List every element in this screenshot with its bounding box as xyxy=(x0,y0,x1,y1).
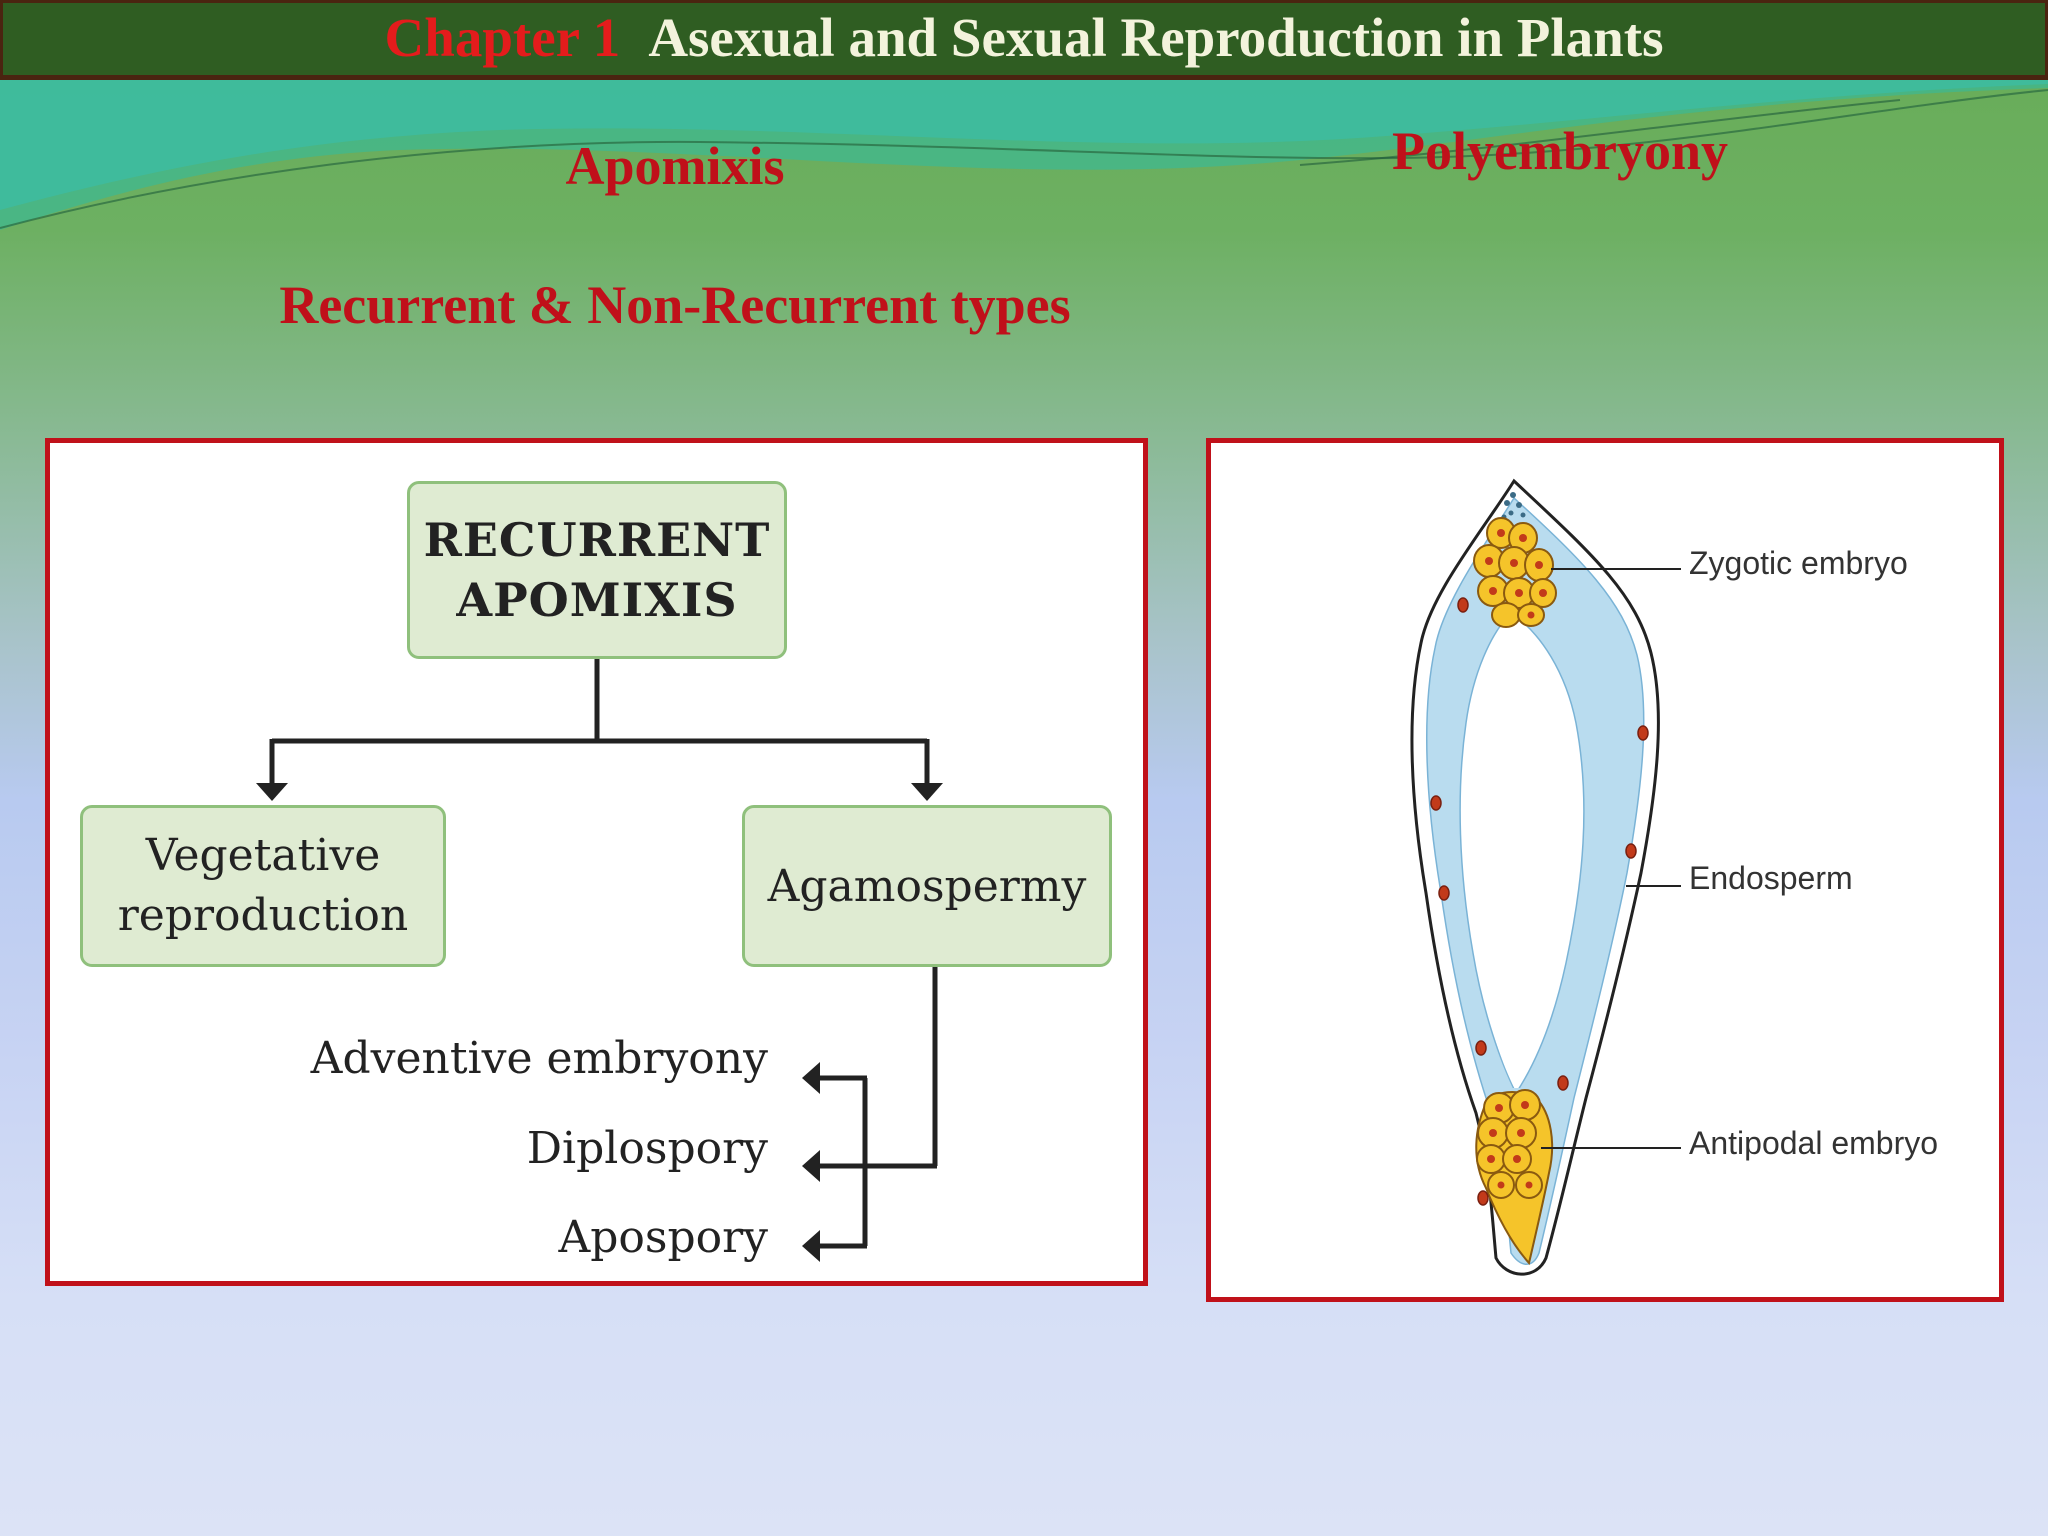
types-heading: Recurrent & Non-Recurrent types xyxy=(279,275,1071,335)
endosperm-label: Endosperm xyxy=(1689,860,1853,896)
flowchart-connectors xyxy=(256,659,943,1262)
chapter-number: Chapter 1 xyxy=(384,7,621,68)
recurrent-apomixis-box: RECURRENT APOMIXIS xyxy=(407,481,787,659)
apospory-label: Apospory xyxy=(558,1212,768,1263)
embryo-sac-illustration xyxy=(1410,478,1681,1276)
polyembryony-diagram-panel: Zygotic embryo Endosperm Antipodal embry… xyxy=(1206,438,2004,1302)
slide-header: Chapter 1 Asexual and Sexual Reproduction… xyxy=(0,0,2048,80)
antipodal-embryo-label: Antipodal embryo xyxy=(1689,1125,1939,1161)
recurrent-apomixis-label: RECURRENT APOMIXIS xyxy=(423,513,771,627)
apomixis-flowchart-panel: RECURRENT APOMIXIS Vegetative reproducti… xyxy=(45,438,1148,1286)
agamospermy-box: Agamospermy xyxy=(742,805,1112,967)
chapter-title: Asexual and Sexual Reproduction in Plant… xyxy=(648,7,1664,68)
decorative-wave xyxy=(0,80,2048,230)
zygotic-embryo-label: Zygotic embryo xyxy=(1689,545,1908,581)
vegetative-reproduction-box: Vegetative reproduction xyxy=(80,805,446,967)
vegetative-reproduction-label: Vegetative reproduction xyxy=(117,830,409,941)
diplospory-label: Diplospory xyxy=(526,1123,768,1174)
apomixis-heading: Apomixis xyxy=(565,136,785,196)
adventive-embryony-label: Adventive embryony xyxy=(310,1033,768,1084)
polyembryony-heading: Polyembryony xyxy=(1392,121,1728,181)
agamospermy-label: Agamospermy xyxy=(767,860,1087,912)
endosperm-nuclei xyxy=(1430,597,1649,1206)
